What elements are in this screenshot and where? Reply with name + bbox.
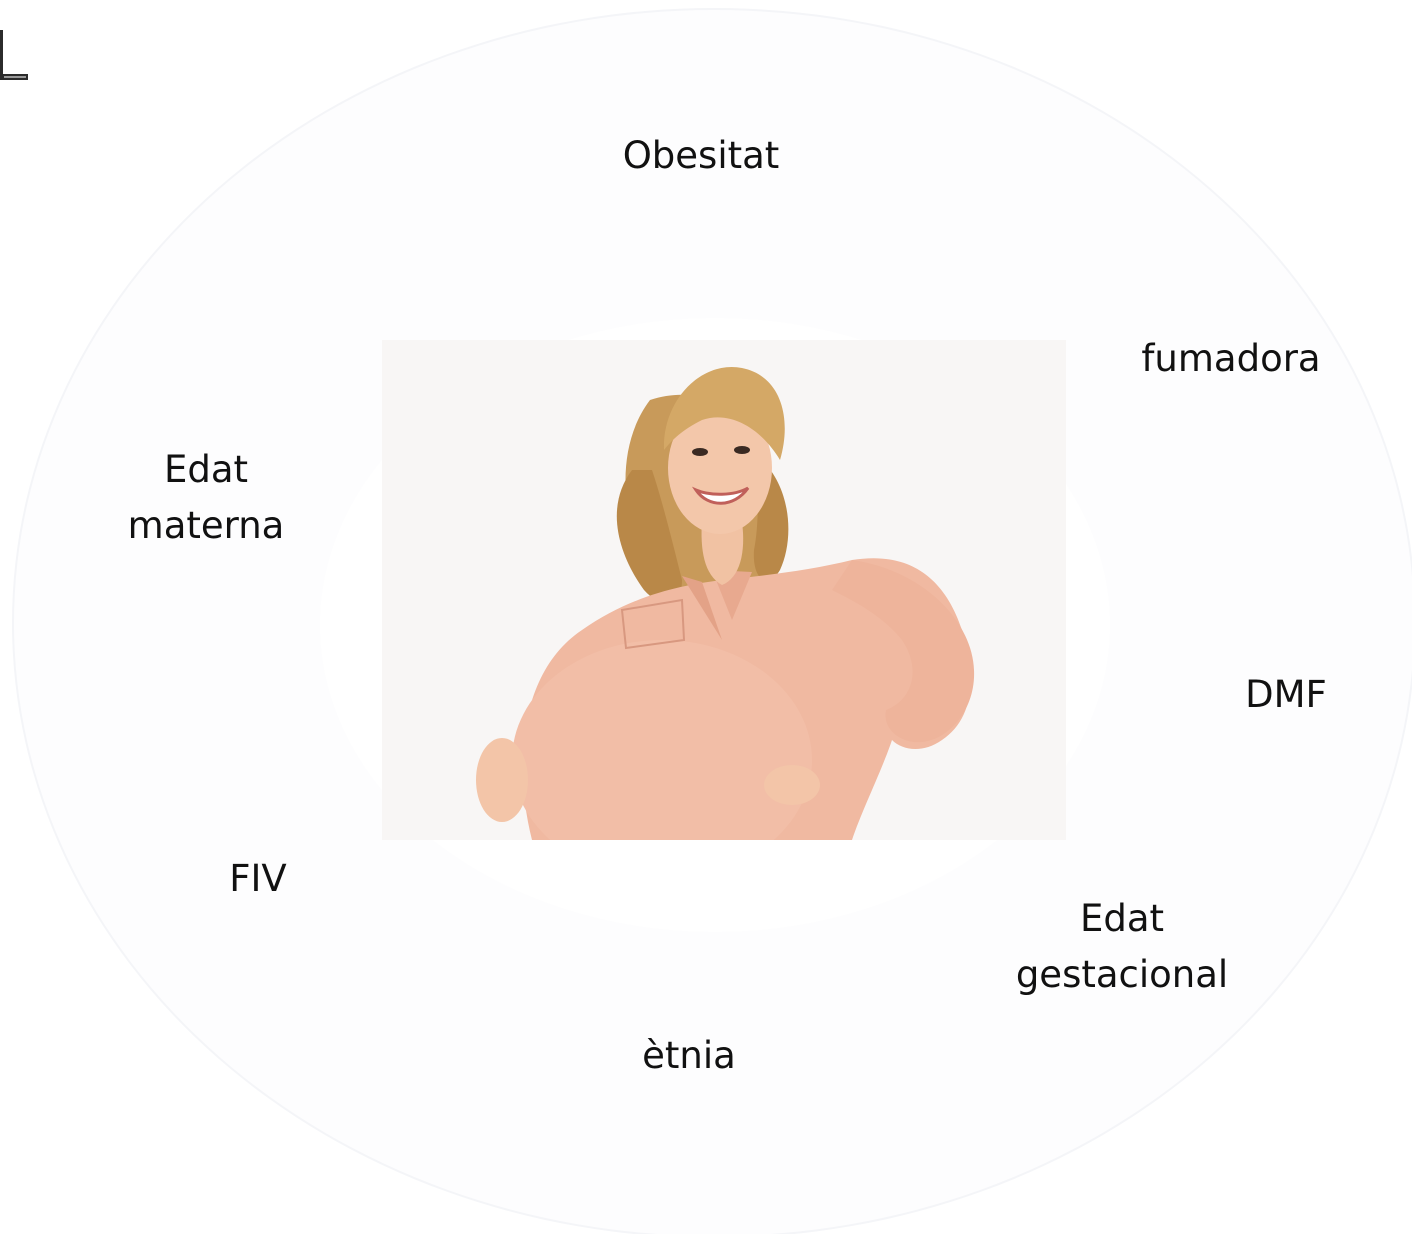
- factor-fumadora-text: fumadora: [1081, 331, 1381, 387]
- pregnant-woman-illustration: [382, 340, 1066, 840]
- factor-edat-materna: Edat materna: [56, 442, 356, 554]
- factor-obesitat-text: Obesitat: [551, 128, 851, 184]
- factor-fumadora: fumadora: [1081, 331, 1381, 387]
- factor-fiv-text: FIV: [108, 851, 408, 907]
- factor-edat-gestacional-line1: Edat: [972, 891, 1272, 947]
- factor-edat-materna-line2: materna: [56, 498, 356, 554]
- factor-obesitat: Obesitat: [551, 128, 851, 184]
- pregnant-woman-photo: [382, 340, 1066, 840]
- factor-etnia: ètnia: [539, 1028, 839, 1084]
- factor-edat-gestacional-line2: gestacional: [972, 947, 1272, 1003]
- factor-fiv: FIV: [108, 851, 408, 907]
- factor-etnia-text: ètnia: [539, 1028, 839, 1084]
- factor-dmf: DMF: [1136, 667, 1412, 723]
- factor-dmf-text: DMF: [1136, 667, 1412, 723]
- factor-edat-gestacional: Edat gestacional: [972, 891, 1272, 1003]
- corner-mark-icon: [0, 30, 28, 82]
- factor-edat-materna-line1: Edat: [56, 442, 356, 498]
